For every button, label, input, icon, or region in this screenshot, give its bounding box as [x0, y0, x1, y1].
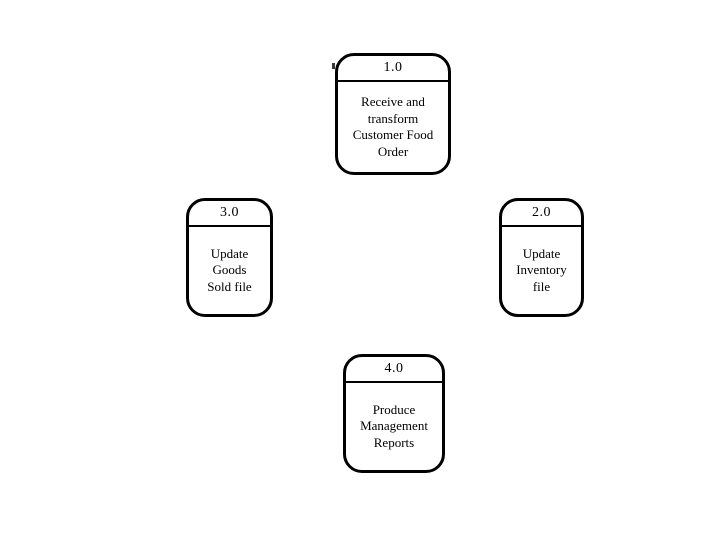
- process-label: Produce Management Reports: [346, 383, 442, 470]
- process-label-line: Inventory: [516, 262, 567, 278]
- process-label: Receive and transform Customer Food Orde…: [338, 82, 448, 172]
- process-label-line: Management: [360, 418, 428, 434]
- process-label-line: Update: [210, 245, 249, 261]
- process-number: 1.0: [338, 56, 448, 82]
- stray-mark: [332, 63, 335, 69]
- process-label-line: Receive and: [361, 94, 425, 109]
- process-label-line: transform: [367, 110, 419, 126]
- process-label-line: Sold file: [207, 278, 252, 294]
- process-label-line: Order: [377, 143, 409, 159]
- process-label-line: Update: [522, 245, 561, 261]
- process-label: Update Inventory file: [502, 227, 581, 314]
- process-number: 4.0: [346, 357, 442, 383]
- process-label-line: file: [532, 278, 551, 294]
- process-label-line: Goods: [212, 262, 247, 278]
- process-node-3-0: 3.0 Update Goods Sold file: [186, 198, 273, 317]
- process-label-line: Reports: [373, 434, 415, 450]
- process-number: 2.0: [502, 201, 581, 227]
- process-number: 3.0: [189, 201, 270, 227]
- process-node-2-0: 2.0 Update Inventory file: [499, 198, 584, 317]
- process-node-4-0: 4.0 Produce Management Reports: [343, 354, 445, 473]
- process-node-1-0: 1.0 Receive and transform Customer Food …: [335, 53, 451, 175]
- process-label-line: Produce: [372, 401, 416, 417]
- process-label-line: Customer Food: [352, 127, 434, 142]
- process-label: Update Goods Sold file: [189, 227, 270, 314]
